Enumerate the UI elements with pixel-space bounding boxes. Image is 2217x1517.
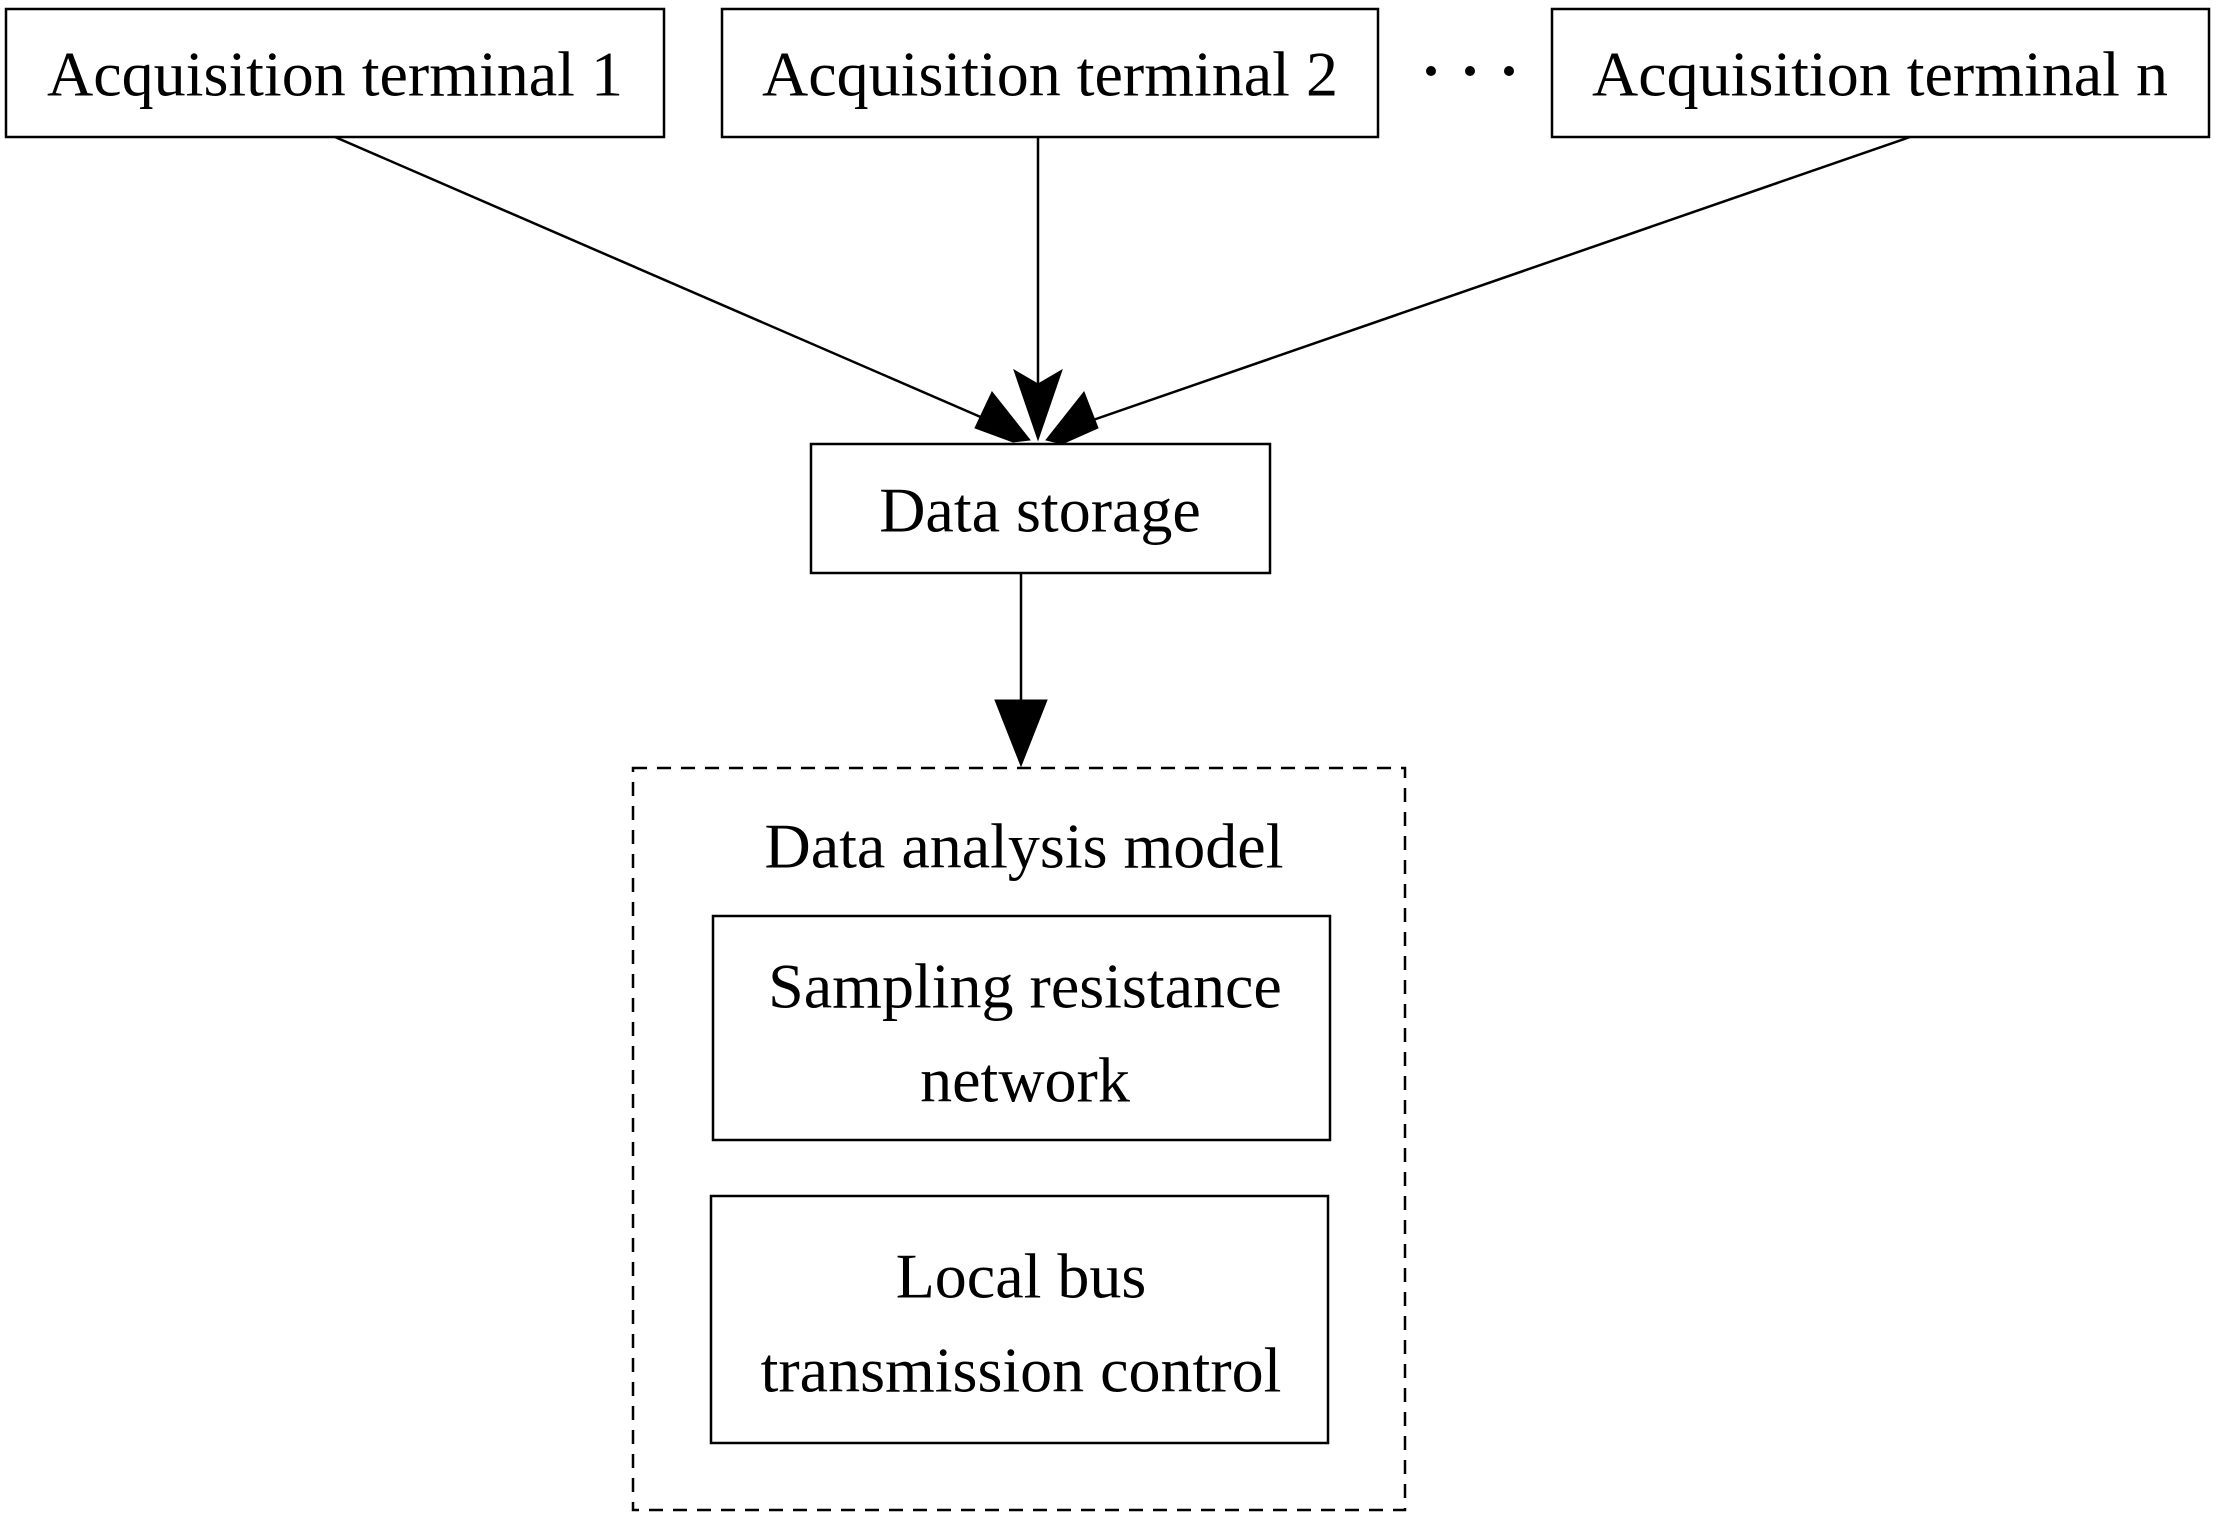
arrowhead-icon (974, 391, 1031, 443)
node-terminal-1-label: Acquisition terminal 1 (47, 39, 623, 110)
arrowhead-icon (1013, 368, 1063, 442)
edge-storage-to-analysis (994, 573, 1048, 768)
node-terminal-n-label: Acquisition terminal n (1592, 39, 2168, 110)
node-sampling-label-line2: network (920, 1045, 1130, 1116)
edge-terminal-n-to-storage (1045, 135, 1911, 445)
node-local-bus-label-line1: Local bus (896, 1241, 1147, 1312)
node-terminal-n: Acquisition terminal n (1550, 7, 2211, 139)
edge-terminal-2-to-storage (1013, 137, 1063, 442)
node-sampling-label-line1: Sampling resistance (768, 951, 1282, 1022)
arrowhead-icon (1045, 391, 1099, 445)
node-terminal-2: Acquisition terminal 2 (720, 7, 1380, 139)
group-data-analysis-model: Data analysis model (631, 766, 1407, 1512)
node-terminal-2-label: Acquisition terminal 2 (762, 39, 1338, 110)
ellipsis-icon (1426, 66, 1514, 76)
group-title: Data analysis model (765, 811, 1284, 882)
node-local-bus-label-line2: transmission control (761, 1335, 1282, 1406)
arrowhead-icon (994, 699, 1048, 768)
node-terminal-1: Acquisition terminal 1 (4, 7, 666, 139)
node-data-storage: Data storage (809, 442, 1272, 575)
node-sampling-resistance-network: Sampling resistance network (711, 914, 1332, 1142)
node-data-storage-label: Data storage (879, 475, 1201, 546)
edge-terminal-1-to-storage (334, 135, 1031, 443)
node-local-bus-transmission-control: Local bus transmission control (709, 1194, 1330, 1445)
